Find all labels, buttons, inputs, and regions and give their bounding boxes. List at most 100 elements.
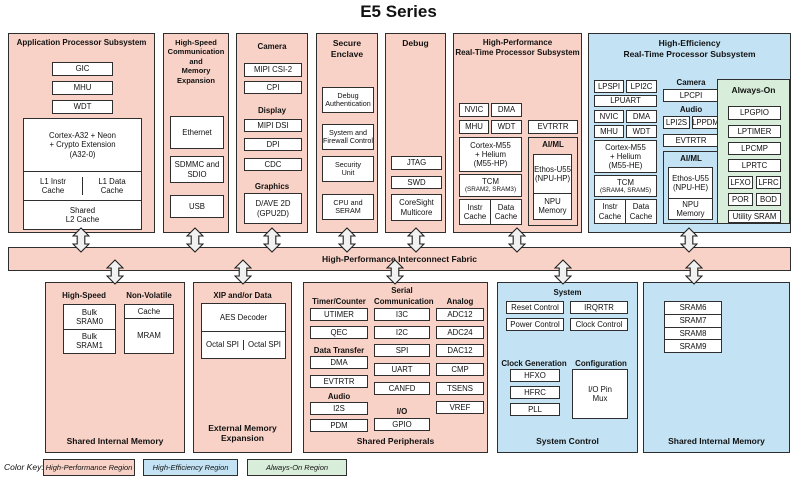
reset-control-box: Reset Control: [506, 301, 564, 314]
sram8: SRAM8: [665, 326, 721, 340]
i2s-box: I2S: [310, 402, 368, 415]
npu-stack: Ethos-U55 (NPU-HP) NPU Memory: [533, 154, 572, 220]
cpi-box: CPI: [244, 81, 302, 94]
bidir-arrow: [186, 227, 204, 253]
configuration-header: Configuration: [575, 359, 627, 368]
system-header: System: [553, 288, 582, 297]
instr-cache: Instr Cache: [598, 202, 622, 221]
analog-header: Analog: [446, 297, 474, 306]
pdm-box: PDM: [310, 419, 368, 432]
always-on-title: Always-On: [731, 85, 776, 95]
serial-header: Serial: [391, 286, 413, 295]
adc12-box: ADC12: [436, 308, 484, 321]
timer-counter-header: Timer/Counter: [312, 297, 366, 306]
cmp-box: CMP: [436, 363, 484, 376]
wdt-box: WDT: [52, 100, 113, 114]
fabric-label: High-Performance Interconnect Fabric: [322, 254, 477, 264]
block-label: System Control: [536, 435, 599, 446]
he-aiml-group: AI/ML Ethos-U55 (NPU-HE) NPU Memory: [663, 151, 719, 224]
block-title: Application Processor Subsystem: [16, 38, 147, 47]
lpcmp-box: LPCMP: [728, 142, 781, 155]
npu-memory: NPU Memory: [534, 192, 571, 219]
utimer-box: UTIMER: [310, 308, 368, 321]
diagram-title: E5 Series: [360, 2, 437, 21]
sram-stack: SRAM6 SRAM7 SRAM8 SRAM9: [664, 301, 722, 353]
sram7: SRAM7: [665, 313, 721, 327]
octal-spi-1: Octal SPI: [243, 340, 285, 350]
mhu-box: MHU: [52, 81, 113, 95]
cortex-a32-core: Cortex-A32 + Neon + Crypto Extension (A3…: [49, 131, 116, 159]
lppdm-box: LPPDM: [692, 116, 719, 129]
tcm-label: TCM: [617, 177, 634, 187]
l1-instr-cache: L1 Instr Cache: [39, 176, 66, 195]
bidir-arrow: [386, 259, 404, 285]
mipi-dsi-box: MIPI DSI: [244, 119, 302, 132]
shared-peripherals-block: Serial Timer/Counter UTIMER QEC Data Tra…: [303, 282, 488, 453]
canfd-box: CANFD: [374, 382, 430, 395]
lpi2c-box: LPI2C: [626, 80, 657, 93]
bidir-arrow: [680, 227, 698, 253]
color-key-always-on: Always-On Region: [247, 459, 347, 476]
cortex-m55-hp-box: Cortex-M55 + Helium (M55-HP): [459, 137, 522, 172]
high-speed-header: High-Speed: [62, 291, 106, 300]
block-label: External Memory Expansion: [208, 422, 277, 443]
color-key-label: Color Key:: [4, 462, 44, 472]
l1-data-cache: L1 Data Cache: [82, 176, 141, 196]
block-title: Secure Enclave: [330, 38, 364, 59]
cache-seg: Cache: [137, 306, 161, 316]
camera-header: Camera: [257, 42, 287, 51]
nonvolatile-stack: Cache MRAM: [124, 304, 174, 354]
dac12-box: DAC12: [436, 344, 484, 357]
bidir-arrow: [554, 259, 572, 285]
sdmmc-sdio-box: SDMMC and SDIO: [170, 156, 224, 183]
octal-spi-row: Octal SPI Octal SPI: [202, 331, 285, 358]
bidir-arrow: [72, 227, 90, 253]
he-realtime-subsystem-block: High-Efficiency Real-Time Processor Subs…: [588, 33, 791, 233]
shared-internal-memory-right-block: SRAM6 SRAM7 SRAM8 SRAM9 Shared Internal …: [643, 282, 790, 453]
camera-display-graphics-block: Camera MIPI CSI-2 CPI Display MIPI DSI D…: [236, 33, 308, 233]
tcm-label: TCM: [482, 177, 499, 187]
clock-control-box: Clock Control: [570, 318, 628, 331]
mipi-csi2-box: MIPI CSI-2: [244, 63, 302, 77]
display-header: Display: [257, 106, 287, 115]
debug-block: Debug JTAG SWD CoreSight Multicore: [385, 33, 446, 233]
system-control-block: System Reset Control IRQRTR Power Contro…: [497, 282, 638, 453]
always-on-block: Always-On LPGPIO LPTIMER LPCMP LPRTC LFX…: [717, 79, 790, 224]
qec-box: QEC: [310, 326, 368, 339]
evtrtr-box: EVTRTR: [310, 375, 368, 388]
tcm-box: TCM (SRAM2, SRAM3): [459, 174, 522, 197]
block-label: Shared Internal Memory: [66, 435, 164, 446]
tsens-box: TSENS: [436, 382, 484, 395]
lpuart-box: LPUART: [594, 95, 657, 107]
npu-memory: NPU Memory: [669, 198, 712, 219]
mhu-box: MHU: [594, 125, 624, 138]
dma-box: DMA: [491, 103, 522, 117]
tcm-srams-label: (SRAM4, SRAM5): [599, 186, 652, 194]
usb-box: USB: [170, 195, 224, 218]
utility-sram-box: Utility SRAM: [728, 210, 781, 223]
wdt-box: WDT: [626, 125, 657, 138]
dave2d-gpu-box: D/AVE 2D (GPU2D): [244, 193, 302, 224]
bidir-arrow: [106, 259, 124, 285]
shared-internal-memory-left-block: High-Speed Non-Volatile Bulk SRAM0 Bulk …: [45, 282, 185, 453]
octal-spi-0: Octal SPI: [206, 340, 239, 350]
sram6: SRAM6: [679, 303, 707, 313]
dpi-box: DPI: [244, 138, 302, 151]
uart-box: UART: [374, 363, 430, 376]
color-key-high-performance: High-Performance Region: [43, 459, 135, 476]
tcm-srams-label: (SRAM2, SRAM3): [464, 186, 517, 194]
coresight-multicore-box: CoreSight Multicore: [391, 194, 442, 221]
dma-box: DMA: [626, 110, 657, 123]
adc24-box: ADC24: [436, 326, 484, 339]
audio-header: Audio: [679, 105, 703, 114]
camera-header: Camera: [676, 78, 706, 87]
hp-cache-row: Instr Cache Data Cache: [459, 199, 522, 225]
bidir-arrow: [407, 227, 425, 253]
instr-cache: Instr Cache: [463, 202, 487, 221]
mhu-box: MHU: [459, 120, 489, 134]
bidir-arrow: [508, 227, 526, 253]
ethernet-box: Ethernet: [170, 116, 224, 149]
he-cache-row: Instr Cache Data Cache: [594, 199, 657, 224]
block-label: Shared Peripherals: [356, 435, 435, 446]
